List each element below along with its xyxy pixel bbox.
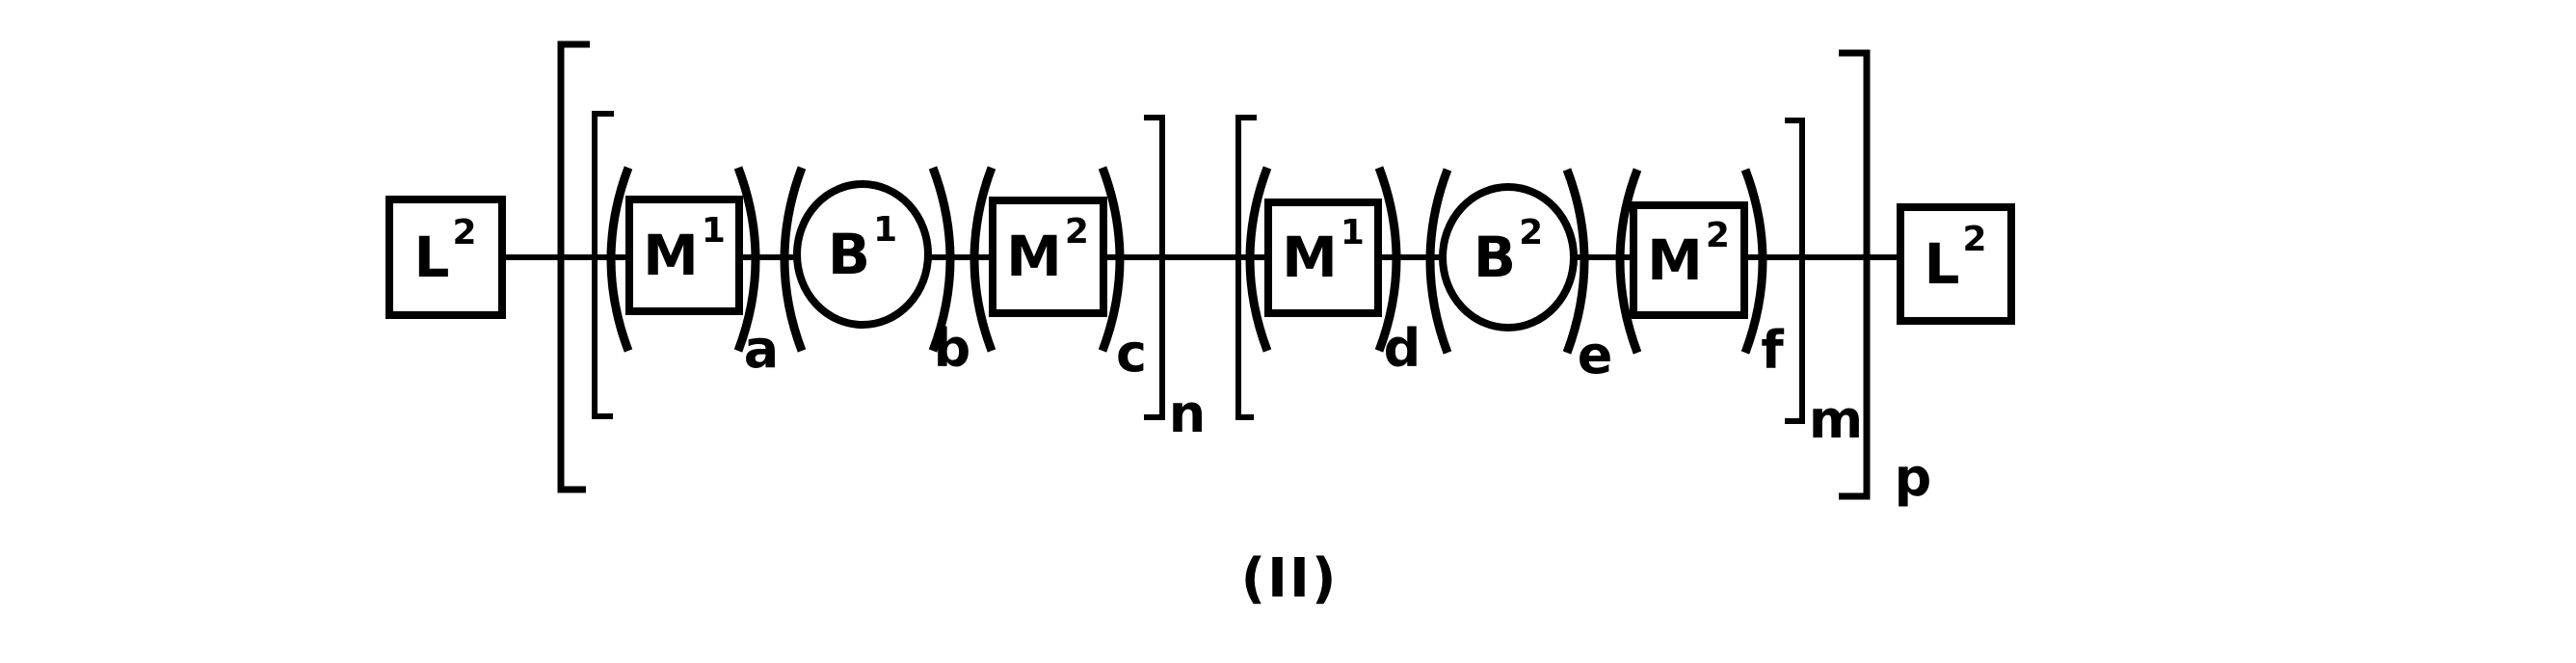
- outer-open-bracket: [557, 40, 590, 493]
- group2-b2-open-paren: [1425, 168, 1452, 355]
- group1-open-bracket: [592, 111, 614, 419]
- group1-m1-superscript: 1: [701, 211, 726, 252]
- group1-m2-symbol: M: [1006, 224, 1062, 289]
- group2-m2-close-paren: [1740, 168, 1767, 355]
- group1-m1-box: [625, 196, 743, 315]
- right-terminal-label: L 2: [1924, 223, 1987, 297]
- left-terminal-superscript: 2: [452, 213, 477, 253]
- group1-m2-superscript: 2: [1064, 212, 1089, 252]
- formula-number-caption: (II): [1240, 547, 1339, 610]
- subscript-c: c: [1115, 323, 1148, 384]
- group1-m1-open-paren: [606, 166, 633, 353]
- group2-m1-superscript: 1: [1340, 213, 1365, 253]
- group2-m2-symbol: M: [1647, 227, 1703, 293]
- group1-m2-close-paren: [1098, 166, 1125, 353]
- right-terminal-superscript: 2: [1962, 220, 1987, 260]
- group1-m2-box: [989, 197, 1107, 317]
- group2-m2-label: M 2: [1647, 219, 1730, 293]
- group1-close-bracket: [1144, 115, 1165, 420]
- outer-close-bracket: [1839, 49, 1871, 500]
- group2-b2-symbol: B: [1473, 225, 1517, 290]
- group1-b1-close-paren: [928, 166, 955, 353]
- left-terminal-symbol: L: [413, 225, 450, 290]
- subscript-d: d: [1383, 318, 1421, 379]
- subscript-m: m: [1808, 389, 1864, 450]
- right-terminal-box: [1897, 203, 2015, 325]
- subscript-e: e: [1577, 325, 1613, 385]
- group1-m2-label: M 2: [1006, 215, 1089, 289]
- right-terminal-symbol: L: [1924, 231, 1960, 297]
- group2-open-bracket: [1235, 115, 1257, 420]
- subscript-f: f: [1761, 320, 1784, 381]
- group2-m1-open-paren: [1245, 166, 1272, 353]
- left-terminal-label: L 2: [413, 216, 477, 290]
- group2-m1-close-paren: [1374, 166, 1401, 353]
- group2-m2-open-paren: [1615, 168, 1642, 355]
- group2-b2-label: B 2: [1473, 216, 1543, 290]
- group2-b2-superscript: 2: [1519, 213, 1544, 253]
- group2-m2-superscript: 2: [1705, 216, 1730, 256]
- group1-m1-close-paren: [733, 166, 760, 353]
- group2-m2-box: [1630, 201, 1748, 319]
- group2-m1-symbol: M: [1282, 225, 1338, 290]
- group2-b2-close-paren: [1562, 168, 1589, 355]
- subscript-n: n: [1168, 384, 1207, 444]
- group1-b1-open-paren: [780, 166, 807, 353]
- left-terminal-box: [385, 196, 506, 319]
- group2-close-bracket: [1785, 118, 1805, 424]
- group1-b1-circle: [793, 180, 932, 329]
- group1-m1-label: M 1: [643, 214, 726, 288]
- group1-b1-superscript: 1: [873, 210, 898, 251]
- subscript-p: p: [1894, 447, 1932, 508]
- subscript-b: b: [933, 318, 971, 379]
- subscript-a: a: [743, 319, 780, 380]
- group2-b2-circle: [1439, 183, 1578, 332]
- group1-b1-label: B 1: [827, 213, 897, 287]
- group2-m1-label: M 1: [1282, 216, 1365, 290]
- group1-m1-symbol: M: [643, 223, 699, 288]
- group1-b1-symbol: B: [827, 222, 871, 287]
- group1-m2-open-paren: [969, 166, 996, 353]
- group2-m1-box: [1264, 199, 1382, 317]
